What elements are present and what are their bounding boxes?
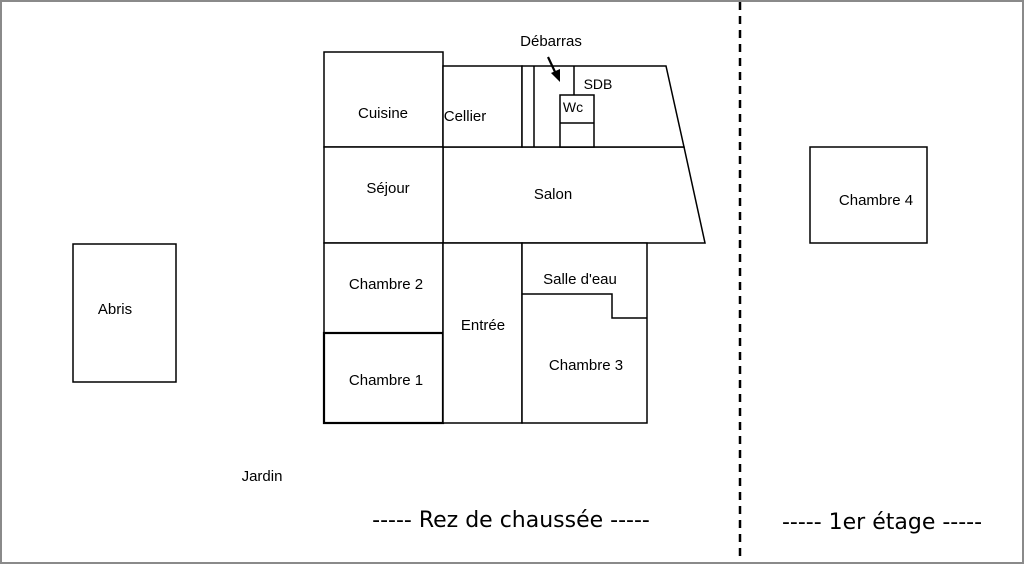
label-jardin: Jardin: [242, 468, 283, 485]
label-entree: Entrée: [461, 317, 505, 334]
room-salon: [442, 146, 706, 244]
room-debarras: [559, 94, 595, 148]
label-cuisine: Cuisine: [358, 105, 408, 122]
room-cellier: [442, 65, 523, 148]
room-chambre3: [521, 242, 648, 424]
room-chambre2: [323, 242, 444, 334]
room-chambre1: [322, 331, 445, 425]
room-sejour: [323, 146, 444, 244]
room-chambre4: [809, 146, 928, 244]
label-salon: Salon: [534, 186, 572, 203]
label-chambre1: Chambre 1: [349, 372, 423, 389]
label-chambre3: Chambre 3: [549, 357, 623, 374]
label-abris: Abris: [98, 301, 132, 318]
label-sejour: Séjour: [366, 180, 409, 197]
room-entree: [442, 242, 523, 424]
label-chambre4: Chambre 4: [839, 192, 913, 209]
salle-deau-wall: [522, 293, 647, 319]
label-sdb: SDB: [584, 76, 613, 92]
label-first-floor: ----- 1er étage -----: [782, 510, 982, 535]
debarras-arrow: [547, 56, 557, 75]
label-ground-floor: ----- Rez de chaussée -----: [372, 508, 650, 533]
label-salle-deau: Salle d'eau: [543, 271, 617, 288]
debarras-arrowhead: [551, 69, 560, 82]
label-chambre2: Chambre 2: [349, 276, 423, 293]
label-cellier: Cellier: [444, 108, 487, 125]
room-cuisine: [323, 51, 444, 148]
label-wc: Wc: [563, 99, 583, 115]
label-debarras: Débarras: [520, 33, 582, 50]
room-abris: [72, 243, 177, 383]
